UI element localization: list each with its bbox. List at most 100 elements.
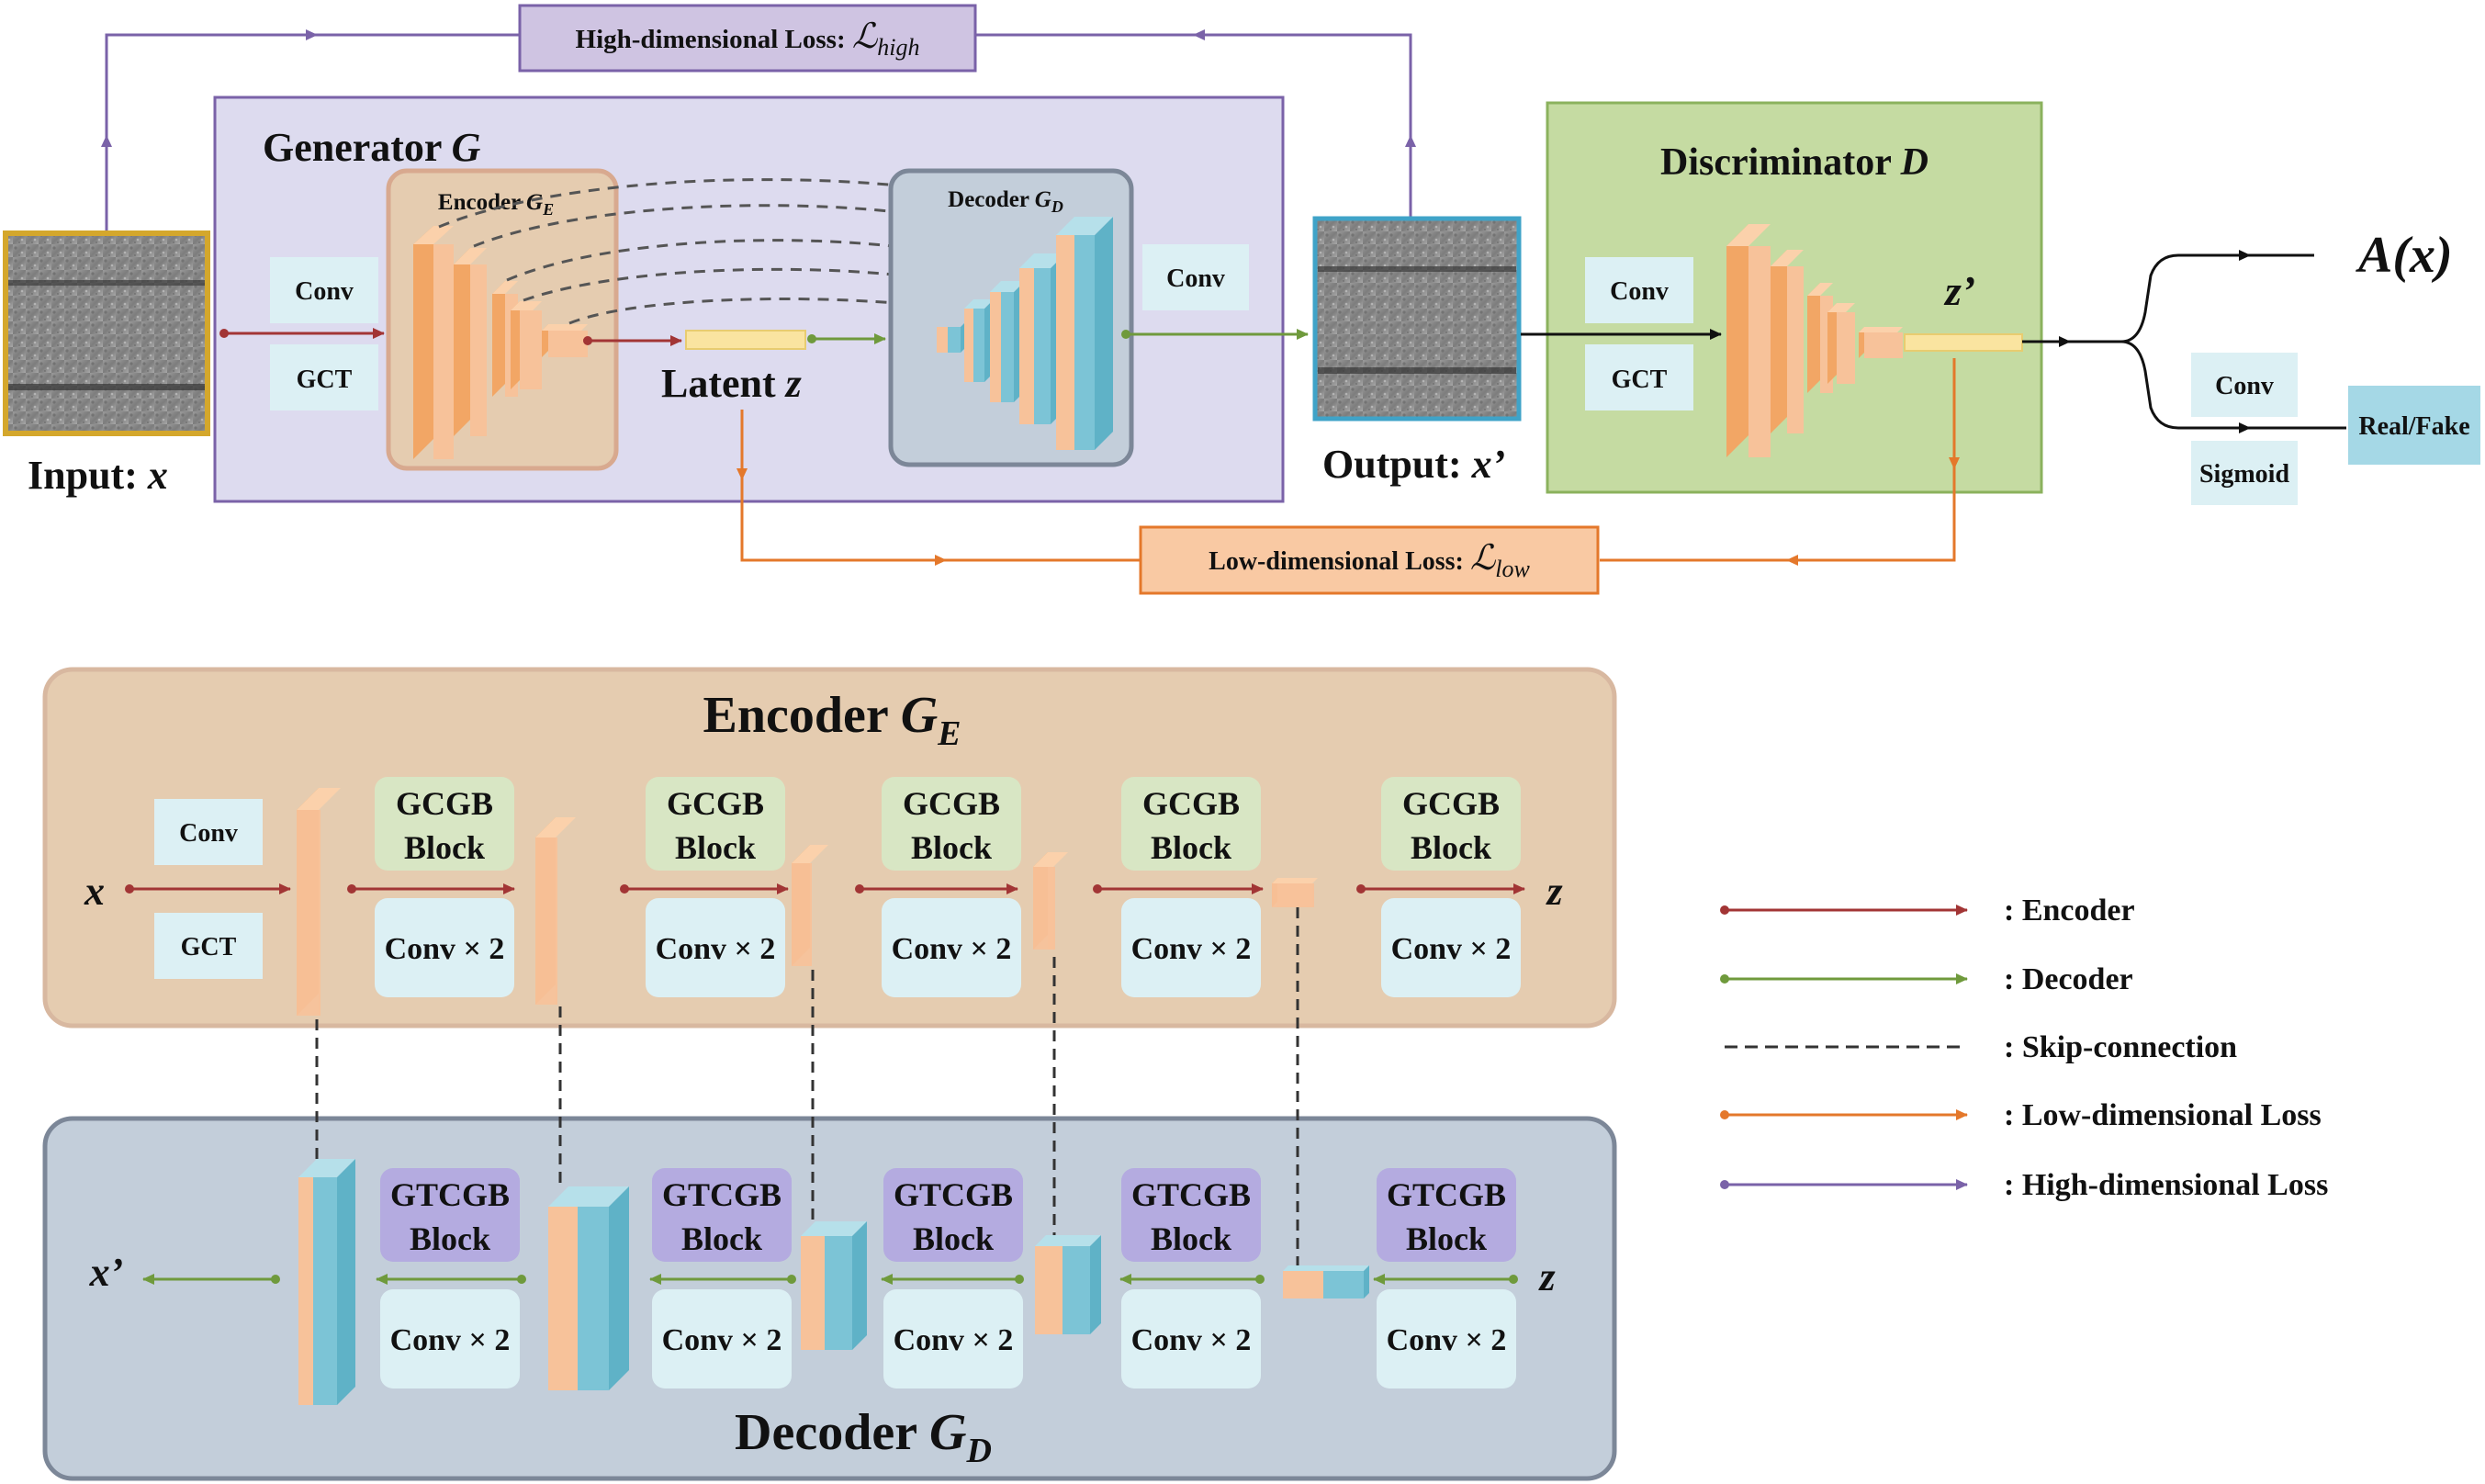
enc-conv2-label-2: Conv × 2 [656, 932, 776, 966]
enc-gcgb-line1-2: GCGB [667, 785, 764, 822]
dec-gtcgb-line2-5: Block [1406, 1220, 1487, 1257]
enc-feature-map-1 [297, 788, 341, 1016]
small-decoder-layers [937, 217, 1113, 450]
legend-item-low: : Low-dimensional Loss [1720, 1098, 2322, 1132]
decoder-panel-title: Decoder GD [735, 1404, 992, 1470]
gen-gct-label: GCT [297, 365, 353, 394]
enc-feature-map-2 [535, 817, 576, 1005]
disc-output-branches [2022, 250, 2346, 433]
dec-arrow-1-dot [517, 1275, 526, 1284]
dec-arrow-5-dot [1509, 1275, 1518, 1284]
dec-feature-map-4 [1035, 1235, 1101, 1334]
legend-label-encoder: : Encoder [2004, 894, 2135, 928]
dec-gtcgb-line2-1: Block [410, 1220, 490, 1257]
latent-label: Latent z [661, 361, 802, 406]
dec-input-var: z [1537, 1254, 1555, 1299]
dec-arrow-4-dot [1255, 1275, 1265, 1284]
enc-gcgb-box-4 [1121, 777, 1261, 871]
disc-layers [1726, 224, 1903, 457]
enc-gcgb-line1-3: GCGB [903, 785, 1000, 822]
dec-conv2-box-2 [652, 1289, 792, 1388]
input-label: Input: x [28, 453, 168, 498]
enc-conv2-label-5: Conv × 2 [1391, 932, 1512, 966]
enc-arrow-5-dot [1356, 884, 1366, 894]
dec-gtcgb-box-3 [883, 1168, 1023, 1262]
dec-gtcgb-line1-3: GTCGB [894, 1176, 1013, 1213]
sigmoid-box [2191, 441, 2298, 505]
z-prime-label: z’ [1943, 267, 1975, 314]
small-encoder-layers [413, 226, 588, 459]
dec-conv2-label-1: Conv × 2 [390, 1323, 511, 1357]
enc-gct-label: GCT [181, 933, 237, 961]
dec-conv2-box-5 [1377, 1289, 1516, 1388]
enc-gcgb-line2-1: Block [404, 829, 485, 866]
enc-feature-map-5 [1272, 878, 1318, 907]
dec-feature-map-3 [801, 1221, 867, 1350]
legend-label-decoder: : Decoder [2004, 962, 2133, 996]
dec-gtcgb-line1-2: GTCGB [662, 1176, 781, 1213]
enc-gct-box [154, 913, 263, 979]
disc-gct-box [1585, 344, 1693, 410]
dec-feature-map-1 [298, 1159, 355, 1405]
high-loss-box [518, 4, 977, 73]
enc-conv2-box-4 [1121, 898, 1261, 997]
high-loss-path [101, 29, 1416, 231]
dec-conv2-box-1 [380, 1289, 520, 1388]
dec-gtcgb-box-1 [380, 1168, 520, 1262]
dec-gtcgb-line1-4: GTCGB [1131, 1176, 1251, 1213]
legend-item-encoder: : Encoder [1720, 894, 2135, 928]
enc-gcgb-box-1 [375, 777, 514, 871]
enc-gcgb-line2-4: Block [1151, 829, 1231, 866]
enc-feature-map-3 [792, 845, 828, 966]
legend-label-low: : Low-dimensional Loss [2004, 1098, 2322, 1132]
dec-conv2-label-4: Conv × 2 [1131, 1323, 1252, 1357]
low-loss-label: Low-dimensional Loss: [1209, 547, 1464, 576]
dec-gtcgb-line1-5: GTCGB [1387, 1176, 1506, 1213]
sigmoid-conv-label: Conv [2215, 372, 2274, 400]
enc-arrow-1-dot [347, 884, 356, 894]
output-image [1312, 216, 1522, 422]
dec-gtcgb-line2-4: Block [1151, 1220, 1231, 1257]
enc-conv-box [154, 799, 263, 865]
enc-input-var: x [84, 869, 105, 914]
enc-conv2-box-3 [882, 898, 1021, 997]
high-loss-subscript: high [877, 34, 919, 61]
enc-conv2-label-1: Conv × 2 [385, 932, 505, 966]
enc-arrow-4-dot [1093, 884, 1102, 894]
dec-arrow-2-dot [787, 1275, 796, 1284]
skip-connections [315, 907, 1299, 1265]
gen-input-dot [219, 329, 229, 338]
legend-label-high: : High-dimensional Loss [2004, 1168, 2328, 1202]
legend-label-skip: : Skip-connection [2004, 1030, 2237, 1064]
gen-conv-label: Conv [295, 277, 354, 306]
dec-conv-label: Conv [1166, 264, 1225, 293]
enc-gcgb-line1-4: GCGB [1142, 785, 1240, 822]
input-image [3, 230, 210, 436]
enc-arrow-2-dot [620, 884, 629, 894]
disc-conv-label: Conv [1610, 277, 1669, 306]
real-fake-label: Real/Fake [2358, 412, 2469, 441]
ax-label: A(x) [2356, 227, 2453, 284]
enc-conv2-box-1 [375, 898, 514, 997]
low-loss-text: Low-dimensional Loss: ℒlow [1209, 539, 1530, 582]
small-decoder-title: Decoder GD [948, 187, 1063, 216]
gen-gct-box [270, 344, 378, 410]
dec-conv2-box-4 [1121, 1289, 1261, 1388]
encoder-panel-title: Encoder GE [703, 687, 961, 753]
enc-conv2-box-5 [1381, 898, 1521, 997]
legend: : Encoder : Decoder : Skip-connection : Low… [1720, 894, 2328, 1202]
small-encoder-title: Encoder GE [438, 190, 554, 219]
gen-conv-box [270, 257, 378, 323]
dec-arrow-out-dot [271, 1275, 280, 1284]
enc-gcgb-line1-5: GCGB [1402, 785, 1500, 822]
sigmoid-conv-box [2191, 353, 2298, 417]
dec-conv2-label-2: Conv × 2 [662, 1323, 782, 1357]
high-loss-text: High-dimensional Loss: ℒhigh [576, 17, 920, 61]
dec-gtcgb-box-5 [1377, 1168, 1516, 1262]
enc-gcgb-line2-3: Block [911, 829, 992, 866]
disc-gct-label: GCT [1612, 365, 1668, 394]
latent-vector [685, 330, 806, 350]
dec-arrow-3-dot [1015, 1275, 1024, 1284]
legend-item-high: : High-dimensional Loss [1720, 1168, 2328, 1202]
